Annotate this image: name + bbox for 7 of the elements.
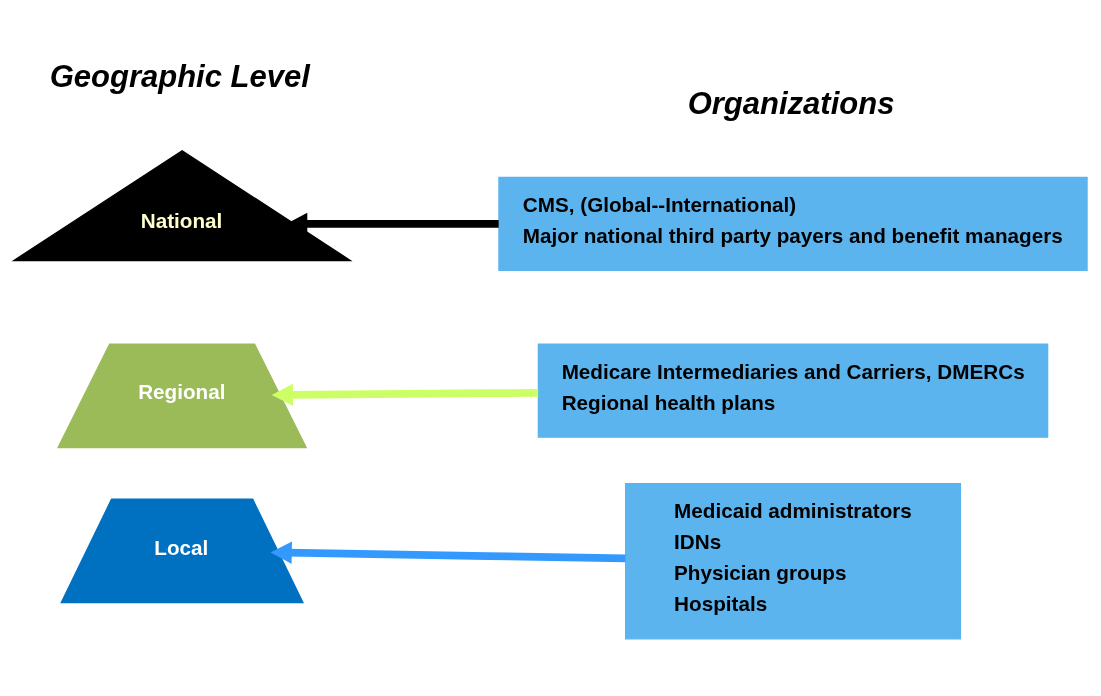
label: Organizations	[687, 86, 895, 122]
arrow	[271, 383, 539, 407]
node-box: CMS, (Global--International) Major national third party payers and benefit managers	[498, 176, 1088, 272]
label: Geographic Level	[49, 59, 310, 95]
node-box: Medicaid administrators IDNs Physician groups Hospitals	[624, 483, 962, 640]
node-box: Medicare Intermediaries and Carriers, DMERCs Regional health plans	[537, 343, 1049, 438]
arrow	[270, 541, 626, 564]
